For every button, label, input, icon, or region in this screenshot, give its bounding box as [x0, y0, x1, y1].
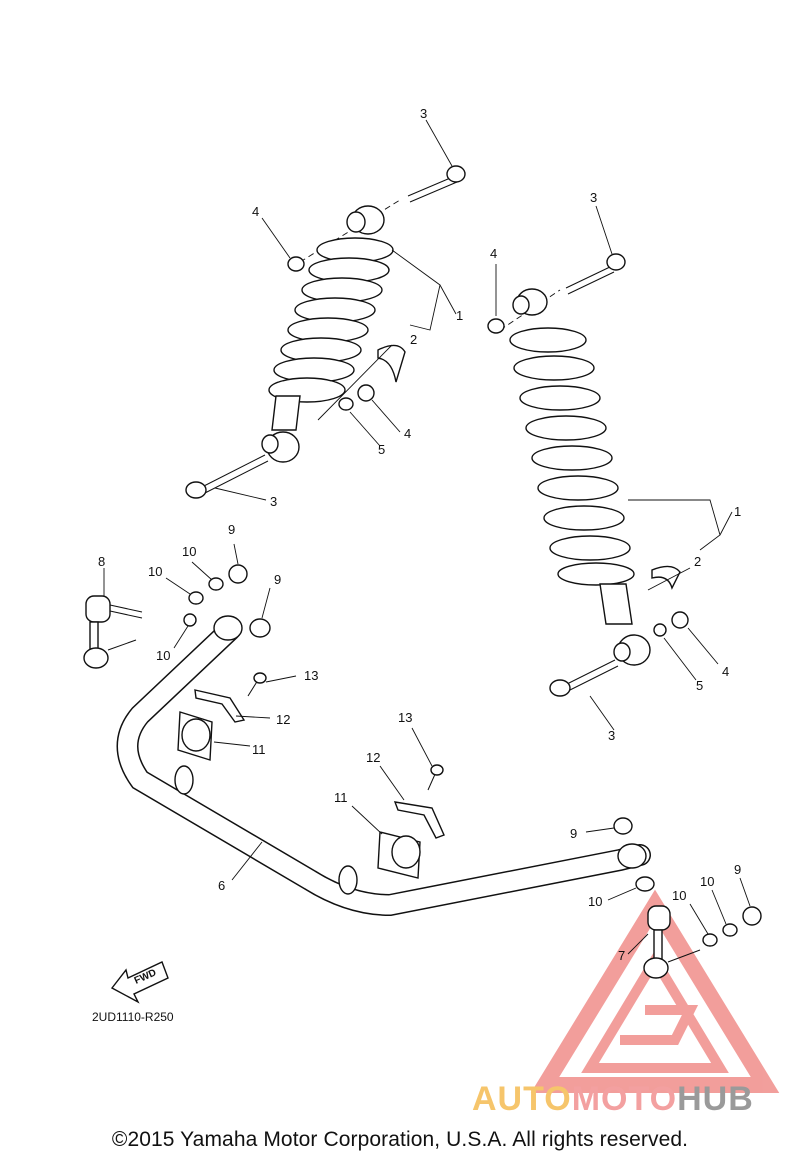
callout-4: 4 — [252, 204, 259, 219]
callout-11: 11 — [252, 742, 266, 757]
callout-5: 5 — [378, 442, 385, 457]
callout-3: 3 — [590, 190, 597, 205]
callout-12: 12 — [276, 712, 290, 727]
callout-5: 5 — [696, 678, 703, 693]
watermark-auto: AUTO — [472, 1080, 572, 1118]
watermark-hub: HUB — [677, 1080, 754, 1118]
bushing-left — [177, 711, 213, 761]
callout-10: 10 — [588, 894, 602, 909]
callout-9: 9 — [734, 862, 741, 877]
right-shock-spring — [513, 355, 635, 586]
callout-8: 8 — [98, 554, 105, 569]
watermark-text: AUTOMOTOHUB — [472, 1080, 754, 1119]
bracket-right — [393, 801, 445, 839]
bracket-left — [194, 689, 246, 723]
callout-4: 4 — [490, 246, 497, 261]
callout-10: 10 — [182, 544, 196, 559]
right-shock-absorber — [487, 253, 689, 697]
copyright-notice: ©2015 Yamaha Motor Corporation, U.S.A. A… — [111, 1128, 689, 1151]
callout-6: 6 — [218, 878, 225, 893]
link-rod-right — [613, 817, 762, 979]
callout-4: 4 — [404, 426, 411, 441]
callout-1: 1 — [456, 308, 463, 323]
watermark-moto: MOTO — [571, 1080, 678, 1118]
callout-1: 1 — [734, 504, 741, 519]
callout-2: 2 — [410, 332, 417, 347]
callout-9: 9 — [274, 572, 281, 587]
stabilizer-bar — [116, 615, 651, 917]
left-shock-absorber — [185, 165, 466, 499]
callout-3: 3 — [420, 106, 427, 121]
callout-3: 3 — [608, 728, 615, 743]
diagram-code: 2UD1110-R250 — [92, 1010, 174, 1024]
callout-9: 9 — [228, 522, 235, 537]
callout-7: 7 — [618, 948, 625, 963]
watermark-logo — [530, 889, 780, 1093]
callout-13: 13 — [304, 668, 318, 683]
bolt-13-right — [427, 764, 444, 791]
bolt-13-left — [247, 672, 267, 697]
callout-10: 10 — [148, 564, 162, 579]
callout-12: 12 — [366, 750, 380, 765]
callout-3: 3 — [270, 494, 277, 509]
callout-10: 10 — [700, 874, 714, 889]
bushing-right — [377, 831, 421, 879]
callout-10: 10 — [672, 888, 686, 903]
callout-2: 2 — [694, 554, 701, 569]
callout-4: 4 — [722, 664, 729, 679]
fwd-arrow-icon: FWD — [110, 961, 169, 1004]
callout-13: 13 — [398, 710, 412, 725]
link-rod-left — [83, 564, 271, 669]
callout-9: 9 — [570, 826, 577, 841]
callout-numbers: 3 4 1 2 4 5 3 3 4 1 2 4 5 3 9 10 8 10 9 … — [98, 106, 741, 963]
leader-lines — [103, 119, 751, 955]
callout-11: 11 — [334, 790, 348, 805]
callout-10: 10 — [156, 648, 170, 663]
